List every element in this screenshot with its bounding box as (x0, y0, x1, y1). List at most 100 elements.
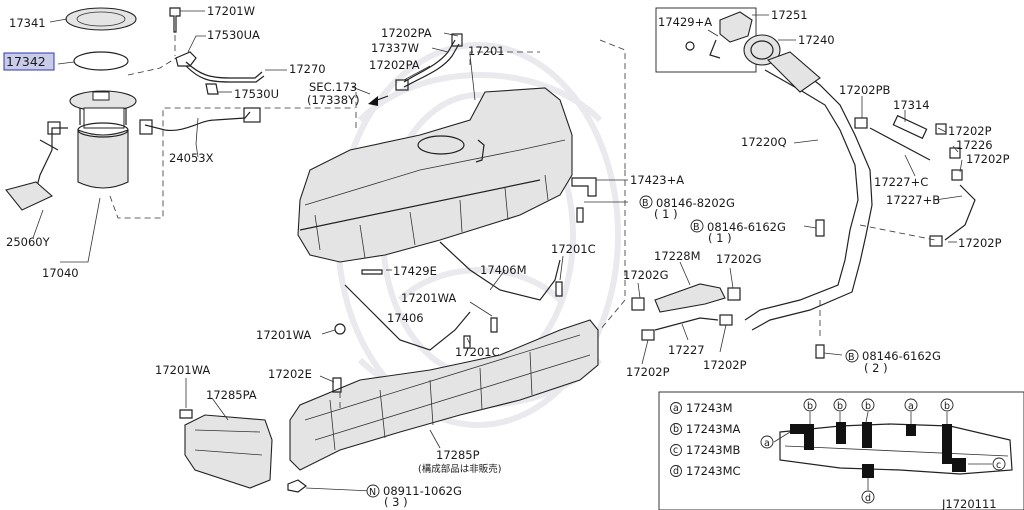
hose-17270[interactable] (185, 61, 263, 79)
label-17201[interactable]: 17201 (468, 44, 505, 58)
clip-b-marker-3[interactable] (942, 424, 952, 464)
legend-part-c[interactable]: 17243MB (686, 443, 741, 457)
legend-part-a[interactable]: 17243M (686, 401, 733, 415)
fuel-pump-module-part[interactable] (77, 129, 129, 189)
label-17202pa-a[interactable]: 17202PA (381, 26, 432, 40)
clamp-17202p-b[interactable] (951, 169, 963, 181)
tube-17314[interactable] (892, 114, 928, 140)
gasket-17240[interactable] (743, 34, 781, 66)
clamp-17202pa-b[interactable] (395, 79, 409, 91)
clamp-17202p-a[interactable] (935, 123, 947, 135)
clamp-17202g-a[interactable] (631, 297, 645, 311)
clamp-17202p-c[interactable] (929, 235, 943, 247)
clamp-17202p-e[interactable] (719, 314, 733, 326)
label-17240[interactable]: 17240 (798, 33, 835, 47)
label-17530u[interactable]: 17530U (234, 87, 279, 101)
highlight-17342[interactable] (3, 52, 55, 71)
bolt-08146-6162g-b[interactable] (815, 344, 825, 359)
label-17530ua[interactable]: 17530UA (207, 28, 260, 42)
label-25060y[interactable]: 25060Y (6, 235, 51, 249)
clip-17530ua[interactable] (175, 51, 197, 67)
bolt-17201wa[interactable] (334, 323, 346, 335)
label-17429e[interactable]: 17429E (393, 264, 437, 278)
legend-part-d[interactable]: 17243MC (686, 464, 741, 478)
clip-b-marker-1[interactable] (836, 422, 846, 444)
bolt-17201c-b[interactable] (463, 335, 471, 349)
bolt-08146-8202g[interactable] (576, 207, 584, 223)
o-ring-part[interactable] (73, 51, 129, 71)
label-17227c[interactable]: 17227+C (874, 175, 928, 189)
bolt-17201wa-c[interactable] (179, 409, 193, 419)
label-17040[interactable]: 17040 (42, 266, 79, 280)
clip-c-marker[interactable] (952, 458, 966, 472)
label-08146-6162g-a[interactable]: 08146-6162G (707, 220, 786, 234)
screw-17201w[interactable] (169, 7, 181, 33)
clamp-17202g-b[interactable] (727, 287, 741, 301)
label-17227[interactable]: 17227 (668, 343, 705, 357)
label-17337w[interactable]: 17337W (371, 41, 419, 55)
label-08911-1062g[interactable]: 08911-1062G (383, 484, 462, 498)
label-17202p-b[interactable]: 17202P (966, 152, 1010, 166)
hose-17227[interactable] (654, 317, 719, 331)
label-17270[interactable]: 17270 (289, 62, 326, 76)
label-sec173[interactable]: SEC.173 (309, 80, 357, 94)
label-17202p-e[interactable]: 17202P (626, 365, 670, 379)
label-17202e[interactable]: 17202E (268, 367, 312, 381)
label-17227b[interactable]: 17227+B (886, 193, 940, 207)
filler-cap-17251[interactable] (719, 11, 753, 43)
label-17406m[interactable]: 17406M (480, 263, 527, 277)
label-17285p[interactable]: 17285P (436, 448, 480, 462)
label-17341[interactable]: 17341 (9, 16, 46, 30)
bracket-17423a[interactable] (571, 177, 597, 197)
fuel-tank-17201[interactable] (297, 87, 573, 263)
clip-a-marker[interactable] (790, 424, 814, 434)
protector-17285pa[interactable] (184, 414, 273, 489)
clamp-17202p-d[interactable] (641, 329, 655, 341)
legend-part-b[interactable]: 17243MA (686, 422, 741, 436)
label-17202g-b[interactable]: 17202G (716, 252, 762, 266)
label-sec17338y[interactable]: (17338Y) (307, 93, 360, 107)
strap-17406[interactable] (344, 284, 471, 351)
label-17202p-d[interactable]: 17202P (703, 358, 747, 372)
clip-a-marker-2[interactable] (906, 424, 916, 436)
filler-tube-17220q[interactable] (744, 69, 859, 321)
fuel-level-sender-float[interactable] (5, 181, 53, 211)
label-17226[interactable]: 17226 (956, 138, 993, 152)
label-17342[interactable]: 17342 (6, 54, 46, 69)
clamp-17202pb[interactable] (854, 117, 868, 129)
clip-17530u[interactable] (205, 83, 219, 95)
clip-d-marker[interactable] (862, 464, 874, 478)
wiring-harness-24053x[interactable] (144, 111, 251, 132)
label-17201wa-b[interactable]: 17201WA (256, 328, 311, 342)
label-17314[interactable]: 17314 (893, 98, 930, 112)
breather-hose-17227b[interactable] (944, 184, 976, 241)
bolt-17201c[interactable] (555, 281, 563, 297)
label-08146-6162g-b[interactable]: 08146-6162G (862, 349, 941, 363)
label-17406[interactable]: 17406 (387, 311, 424, 325)
clip-b-marker-2[interactable] (862, 422, 872, 448)
label-17202pa-b[interactable]: 17202PA (369, 58, 420, 72)
retaining-ring-part[interactable] (65, 7, 137, 31)
breather-hose-17227c[interactable] (869, 127, 931, 161)
clamp-17202pa[interactable] (451, 33, 463, 47)
label-17201w[interactable]: 17201W (207, 4, 255, 18)
label-17201c-a[interactable]: 17201C (551, 242, 596, 256)
label-17202p-c[interactable]: 17202P (958, 236, 1002, 250)
protector-17285p[interactable] (289, 319, 599, 471)
label-17201c-b[interactable]: 17201C (455, 345, 500, 359)
label-17285pa[interactable]: 17285PA (206, 388, 257, 402)
bolt-17202e[interactable] (332, 377, 342, 393)
label-24053x[interactable]: 24053X (169, 151, 214, 165)
bolt-08146-6162g-a[interactable] (815, 219, 825, 237)
tether-17429a[interactable] (685, 41, 695, 51)
hose-17228m[interactable] (654, 283, 726, 313)
bolt-17201wa-b[interactable] (490, 317, 498, 333)
label-17228m[interactable]: 17228M (654, 249, 701, 263)
label-17201wa-c[interactable]: 17201WA (155, 363, 210, 377)
label-17201wa-a[interactable]: 17201WA (401, 291, 456, 305)
label-17202p-a[interactable]: 17202P (948, 124, 992, 138)
bolt-17429e[interactable] (361, 269, 383, 275)
strap-17406m[interactable] (439, 241, 561, 301)
nut-08911-1062g[interactable] (287, 479, 307, 493)
label-17220q[interactable]: 17220Q (741, 135, 787, 149)
